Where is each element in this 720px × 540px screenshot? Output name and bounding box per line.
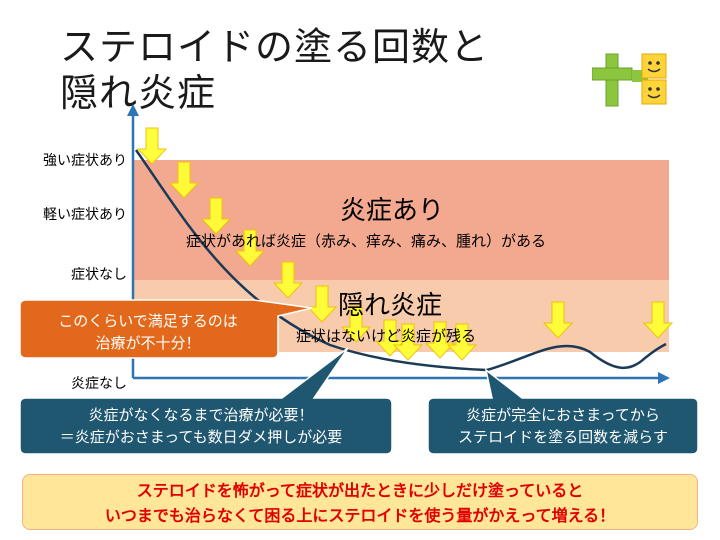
down-arrow-icon	[306, 285, 338, 323]
blue-left-callout-line-2: ＝炎症がおさまっても数日ダメ押しが必要	[59, 428, 343, 446]
blue-left-callout-line-1: 炎症がなくなるまで治療が必要！	[88, 406, 314, 424]
down-arrow-icon	[272, 261, 304, 299]
orange-callout-shape	[19, 299, 313, 359]
down-arrow-icon	[392, 323, 424, 361]
inflammation-band-desc: 症状があれば炎症（赤み、痒み、痛み、腫れ）がある	[186, 232, 547, 250]
y-label-no-inflammation: 炎症なし	[71, 376, 127, 392]
bottom-warning-box: ステロイドを怖がって症状が出たときに少しだけ塗っていると いつまでも治らなくて困…	[22, 474, 698, 530]
down-arrow-icon	[446, 323, 478, 361]
down-arrow-icon	[424, 321, 456, 359]
y-label-mild-symptoms: 軽い症状あり	[43, 207, 127, 223]
down-arrow-icon	[542, 301, 574, 339]
bottom-warning-line-2: いつまでも治らなくて困る上にステロイドを使う量がかえって増える！	[104, 506, 616, 525]
blue-right-callout-shape	[427, 368, 699, 455]
down-arrow-icon	[136, 127, 168, 165]
blue-right-callout-line-1: 炎症が完全におさまってから	[466, 406, 660, 424]
blue-left-callout-shape	[19, 347, 393, 455]
title-line-1: ステロイドの塗る回数と	[60, 25, 490, 69]
blue-right-callout: 炎症が完全におさまってから ステロイドを塗る回数を減らす	[428, 404, 698, 448]
down-arrow-icon	[642, 301, 674, 339]
bottom-warning-text: ステロイドを怖がって症状が出たときに少しだけ塗っていると いつまでも治らなくて困…	[23, 478, 697, 528]
blue-left-callout: 炎症がなくなるまで治療が必要！ ＝炎症がおさまっても数日ダメ押しが必要	[22, 404, 380, 448]
down-arrow-icon	[168, 161, 200, 199]
down-arrow-icon	[340, 305, 372, 343]
bottom-warning-line-1: ステロイドを怖がって症状が出たときに少しだけ塗っていると	[136, 481, 584, 500]
cross-smiley-logo	[592, 53, 667, 107]
inflammation-band-title: 炎症あり	[340, 196, 445, 226]
hidden-band-title: 隠れ炎症	[338, 291, 443, 321]
down-arrow-icon	[234, 229, 266, 267]
y-label-strong-symptoms: 強い症状あり	[43, 153, 127, 169]
down-arrow-icon	[200, 197, 232, 235]
orange-callout: このくらいで満足するのは 治療が不十分！	[22, 310, 274, 354]
blue-right-callout-line-2: ステロイドを塗る回数を減らす	[458, 428, 668, 446]
title-line-2: 隠れ炎症	[60, 71, 217, 115]
application-arrows	[136, 127, 674, 361]
y-label-no-symptoms: 症状なし	[71, 267, 127, 283]
hidden-band-desc: 症状はないけど炎症が残る	[296, 327, 477, 345]
orange-callout-line-1: このくらいで満足するのは	[58, 312, 238, 330]
orange-callout-line-2: 治療が不十分！	[95, 334, 201, 352]
page-title: ステロイドの塗る回数と 隠れ炎症	[60, 24, 489, 116]
